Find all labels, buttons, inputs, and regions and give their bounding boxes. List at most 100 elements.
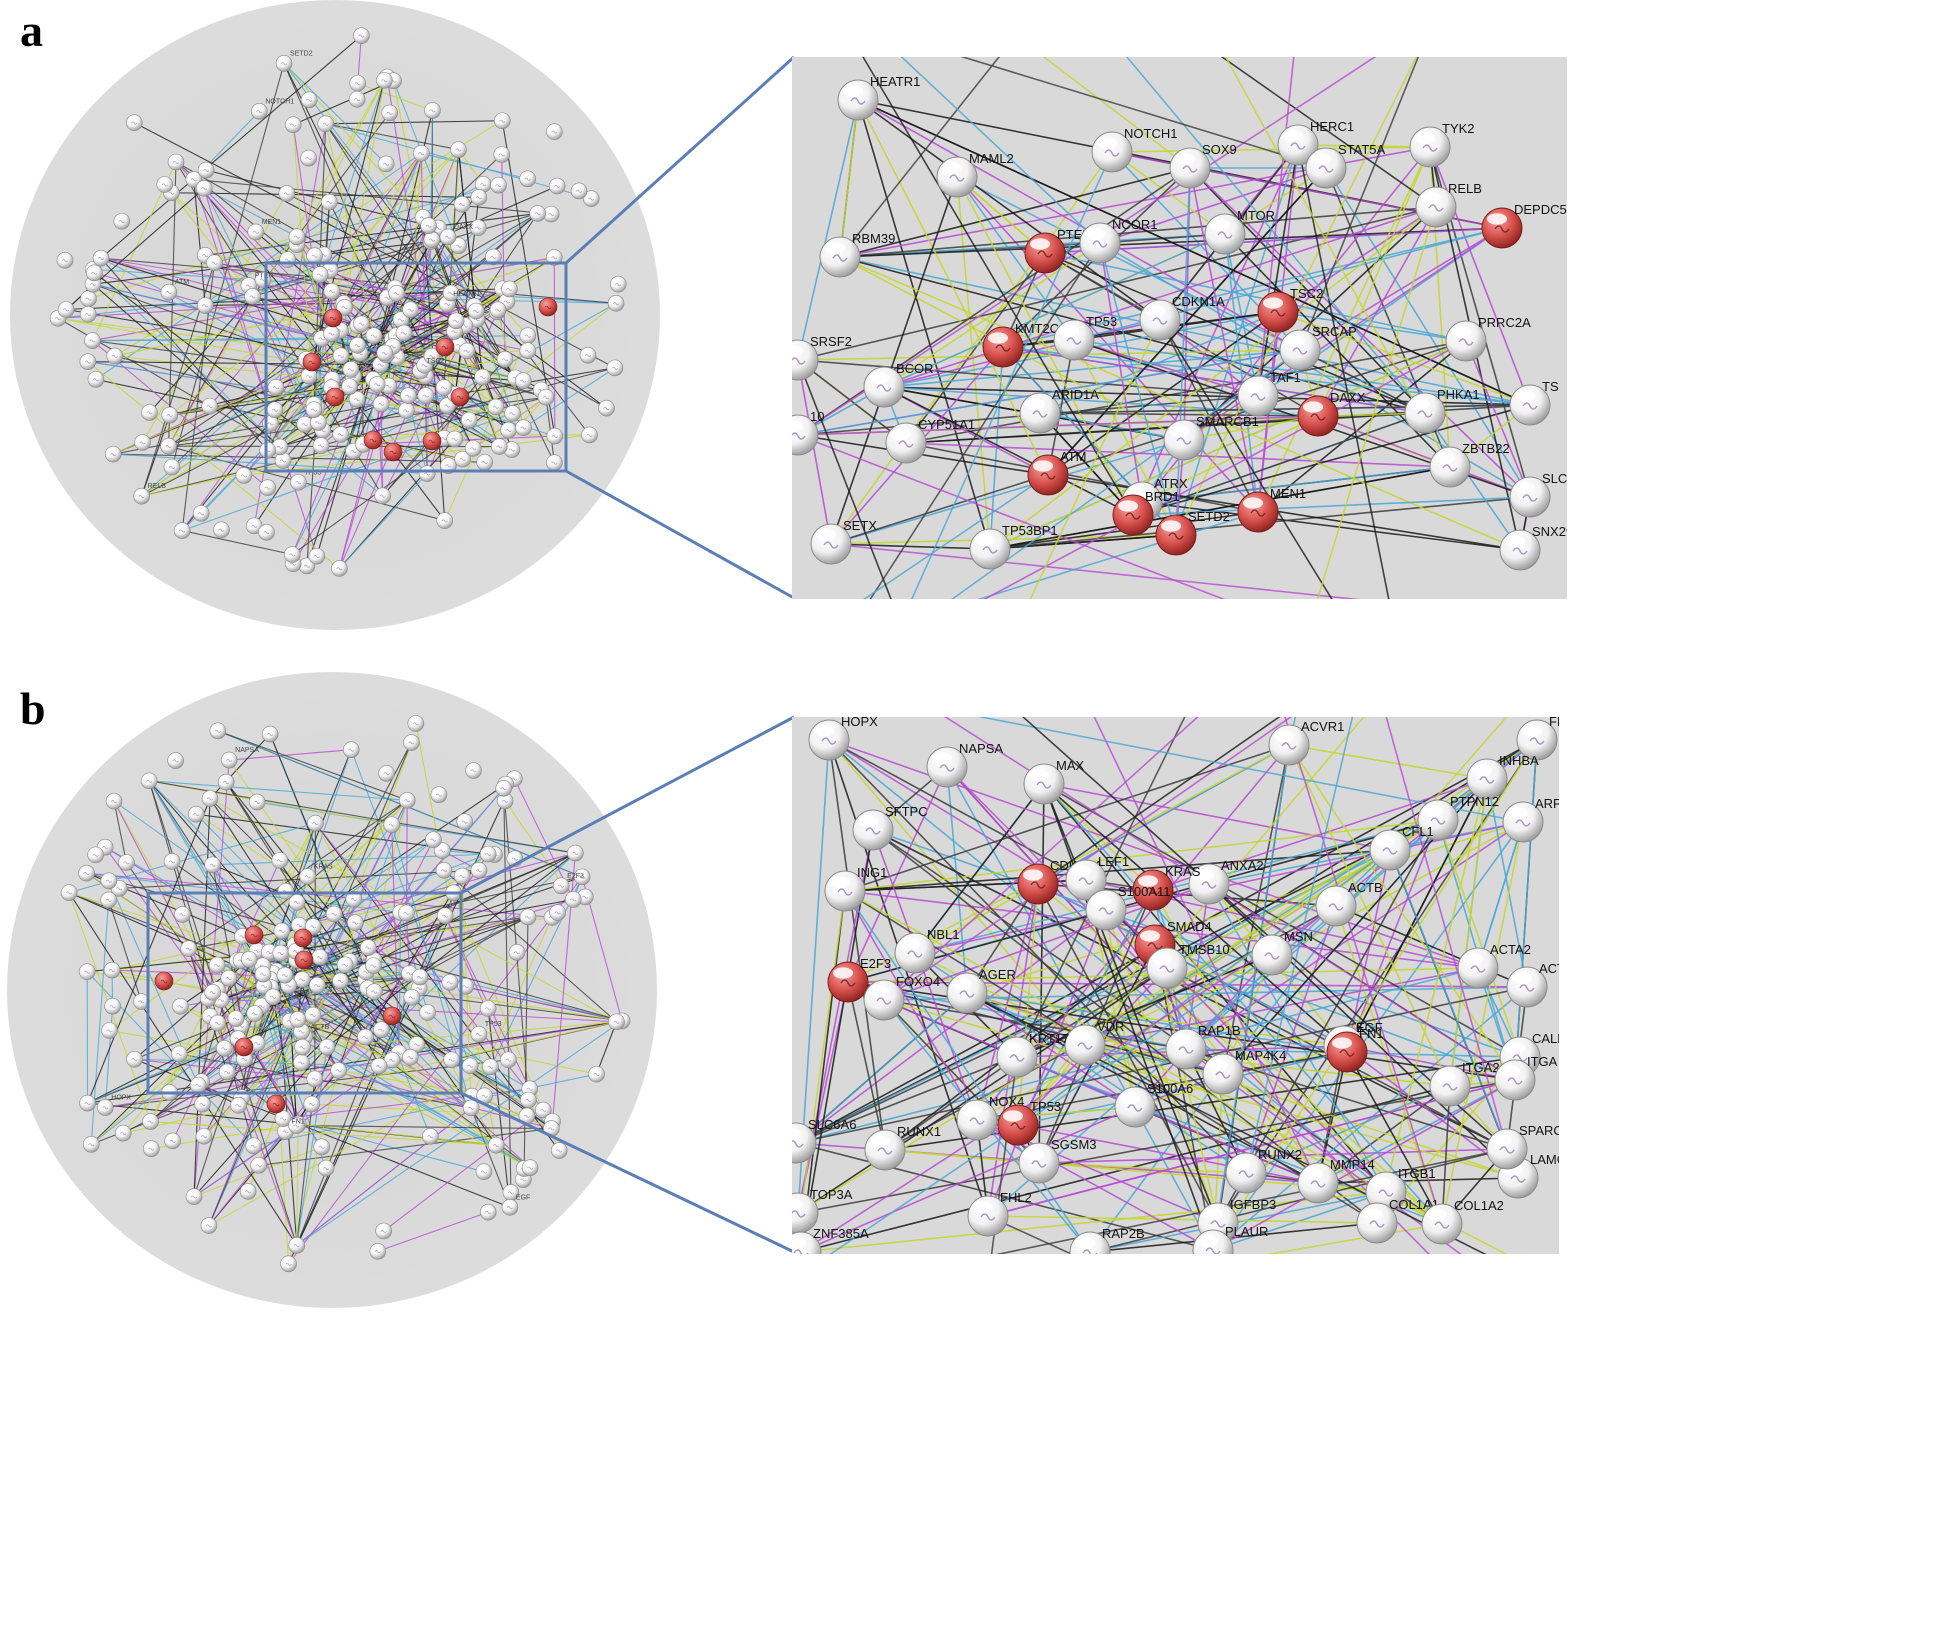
protein-node-snx29[interactable]: SNX29 [1499,524,1573,571]
protein-node-atm[interactable]: ATM [1027,449,1086,496]
protein-node-rbm39[interactable]: RBM39 [819,231,895,278]
protein-node-ts[interactable]: TS [1509,379,1559,426]
protein-node-rap2b[interactable]: RAP2B [1069,1226,1145,1272]
protein-node-itga2[interactable]: ITGA2 [1429,1060,1500,1107]
protein-node-arid1a[interactable]: ARID1A [1019,387,1099,434]
protein-node-foxo4[interactable]: FOXO4 [863,974,940,1021]
protein-node-heatr1[interactable]: HEATR1 [837,74,920,121]
protein-node-srsf2[interactable]: SRSF2 [778,334,852,381]
protein-node-rap1b[interactable]: RAP1B [1165,1023,1241,1070]
node-highlight [1512,972,1532,984]
protein-node-prrc2a[interactable]: PRRC2A [1445,315,1531,362]
protein-node-relb[interactable]: RELB [1415,181,1482,228]
protein-node-ptpn12[interactable]: PTPN12 [1417,794,1499,841]
protein-node-fhl2[interactable]: FHL2 [967,1190,1032,1237]
protein-structure-icon [138,1000,145,1004]
protein-node-tsc2[interactable]: TSC2 [1257,286,1323,333]
protein-node-msn[interactable]: MSN [1251,929,1313,976]
protein-node-setd2[interactable]: SETD2 [1155,509,1230,556]
overview-edge [475,310,514,414]
protein-node-actb[interactable]: ACTB [1315,880,1383,927]
protein-node-itga[interactable]: ITGA [1494,1054,1558,1101]
protein-node-icon[interactable] [781,1231,822,1272]
protein-node-herc1[interactable]: HERC1 [1277,119,1354,166]
protein-node-top3a[interactable]: TOP3A [778,1187,853,1234]
protein-node-znf385a[interactable]: ZNF385A [781,1226,869,1272]
protein-node-men1[interactable]: MEN1 [1237,486,1306,533]
protein-node-fn1[interactable]: FN1 [1326,1026,1384,1073]
overview-edge [444,335,529,521]
protein-node-kras[interactable]: KRAS [1132,864,1201,911]
protein-node-tmsb10[interactable]: TMSB10 [1146,942,1230,989]
protein-node-slc6a6[interactable]: SLC6A6 [776,1117,856,1164]
protein-node-tp53[interactable]: TP53 [1053,314,1117,361]
node-highlight [1435,1071,1455,1083]
protein-node-smad4[interactable]: SMAD4 [1134,919,1212,966]
protein-node-label: PHKA1 [1437,387,1480,402]
protein-node-sox9[interactable]: SOX9 [1169,142,1237,189]
protein-node-taf1[interactable]: TAF1 [1237,370,1301,417]
protein-node-s100a6[interactable]: S100A6 [1114,1081,1193,1128]
protein-node-s100a11[interactable]: S100A11 [1085,884,1171,931]
protein-node-runx2[interactable]: RUNX2 [1225,1147,1302,1194]
protein-node-sftpc[interactable]: SFTPC [852,804,928,851]
protein-node-lef1[interactable]: LEF1 [1065,854,1129,901]
protein-node-tp53[interactable]: TP53 [997,1099,1061,1146]
protein-structure-icon [318,1145,325,1149]
protein-node-fmn[interactable]: FMN [1516,714,1577,761]
protein-node-anxa2[interactable]: ANXA2 [1188,858,1264,905]
protein-node-tp53bp1[interactable]: TP53BP1 [969,523,1058,570]
protein-node-sparc[interactable]: SPARC [1486,1123,1563,1170]
protein-node-depdc5[interactable]: DEPDC5 [1481,202,1567,249]
protein-node-tyk2[interactable]: TYK2 [1409,121,1475,168]
protein-node-col1a1[interactable]: COL1A1 [1356,1197,1439,1244]
protein-node-setx[interactable]: SETX [810,518,877,565]
protein-node-cfl1[interactable]: CFL1 [1369,824,1434,871]
protein-node-ncor1[interactable]: NCOR1 [1079,217,1158,264]
protein-node-act[interactable]: ACT [1506,961,1565,1008]
protein-node-kmt2c[interactable]: KMT2C [982,321,1059,368]
protein-node-cyp51a1[interactable]: CYP51A1 [885,417,975,464]
protein-structure-icon [542,396,550,400]
protein-node-max[interactable]: MAX [1023,758,1085,805]
protein-structure-icon [377,363,384,367]
protein-node-inhba[interactable]: INHBA [1466,753,1539,800]
protein-node-arpc5[interactable]: ARPC5 [1502,796,1578,843]
protein-node-e2f3[interactable]: E2F3 [827,956,891,1003]
protein-node-runx1[interactable]: RUNX1 [864,1124,941,1171]
protein-node-bcor[interactable]: BCOR [863,361,934,408]
protein-node-daxx[interactable]: DAXX [1297,390,1366,437]
protein-node-srcap[interactable]: SRCAP [1279,324,1357,371]
protein-node-map4k4[interactable]: MAP4K4 [1202,1048,1286,1095]
protein-node-10[interactable]: 10 [778,409,824,456]
protein-node-brd1[interactable]: BRD1 [1112,489,1180,536]
protein-node-cdkn1a[interactable]: CDKN1A [1139,294,1225,341]
protein-node-napsa[interactable]: NAPSA [926,741,1003,788]
protein-node-nox4[interactable]: NOX4 [956,1094,1024,1141]
protein-node-krt17[interactable]: KRT17 [996,1031,1069,1078]
protein-node-smarcb1[interactable]: SMARCB1 [1163,414,1259,461]
protein-node-nbl1[interactable]: NBL1 [894,927,960,974]
protein-node-ager[interactable]: AGER [946,967,1016,1014]
protein-node-phka1[interactable]: PHKA1 [1404,387,1480,434]
protein-node-stat5a[interactable]: STAT5A [1305,142,1386,189]
protein-node-acta2[interactable]: ACTA2 [1457,942,1531,989]
protein-node-col1a2[interactable]: COL1A2 [1421,1198,1504,1245]
protein-structure-icon [1030,881,1046,889]
protein-node-vdr[interactable]: VDR [1064,1019,1124,1066]
protein-node-mmp14[interactable]: MMP14 [1297,1157,1375,1204]
protein-node-ing1[interactable]: ING1 [824,865,887,912]
protein-node-notch1[interactable]: NOTCH1 [1091,126,1177,173]
protein-node-itgb1[interactable]: ITGB1 [1365,1166,1436,1213]
protein-node-hopx[interactable]: HOPX [808,714,878,761]
zoom-edge [1299,227,1503,351]
protein-node-maml2[interactable]: MAML2 [936,151,1014,198]
protein-node-sgsm3[interactable]: SGSM3 [1018,1137,1097,1184]
protein-node-mtor[interactable]: MTOR [1204,208,1275,255]
protein-node-slc[interactable]: SLC [1509,471,1567,518]
protein-node-plaur[interactable]: PLAUR [1192,1224,1268,1270]
protein-structure-icon [572,851,579,856]
protein-node-acvr1[interactable]: ACVR1 [1268,719,1344,766]
protein-node-zbtb22[interactable]: ZBTB22 [1429,441,1510,488]
